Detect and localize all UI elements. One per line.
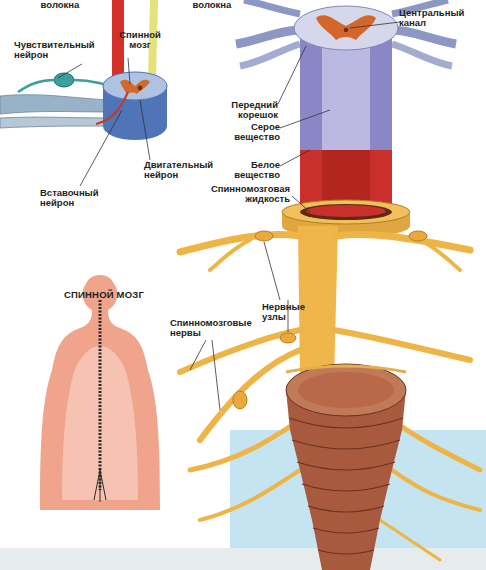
back-figure — [40, 275, 160, 510]
part-label: Чувствительный нейрон — [14, 40, 90, 61]
part-label: Двигательный нейрон — [144, 160, 216, 181]
part-label: Белое вещество — [218, 160, 280, 181]
spinal-cord-figure — [180, 0, 480, 570]
leader-lines — [58, 22, 400, 410]
bottom-band — [0, 548, 486, 570]
part-label: Передний корешок — [220, 100, 278, 121]
part-label: Спинномозговые нервы — [170, 318, 250, 339]
part-label: Спинномозговая жидкость — [204, 184, 290, 205]
part-label: Центральный канал — [399, 8, 483, 29]
part-label: Спинной мозг — [118, 30, 162, 51]
reflex-arc-inset — [0, 0, 167, 140]
part-label: Серое вещество — [222, 122, 280, 143]
part-label: волокна — [182, 0, 242, 10]
part-label: Вставочный нейрон — [40, 188, 110, 209]
figure-title: СПИННОЙ МОЗГ — [44, 290, 164, 300]
part-label: волокна — [30, 0, 90, 10]
part-label: Нервные узлы — [262, 302, 320, 323]
